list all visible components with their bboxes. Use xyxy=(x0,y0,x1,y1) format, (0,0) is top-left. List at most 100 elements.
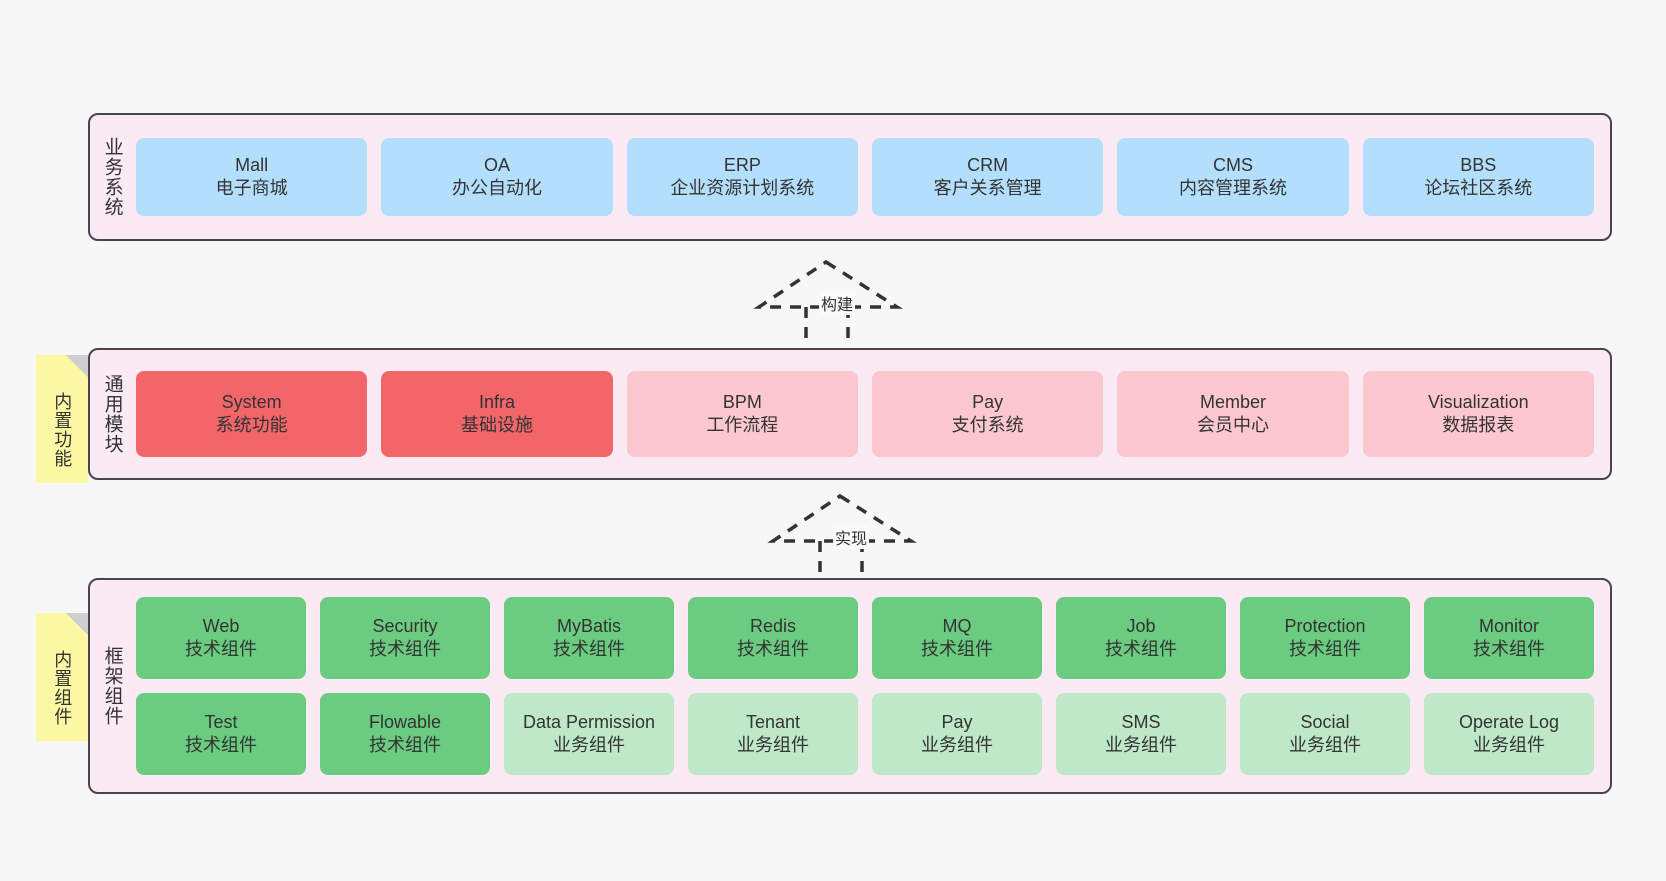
framework-card-security[interactable]: Security 技术组件 xyxy=(320,597,490,679)
card-title: Protection xyxy=(1284,616,1366,637)
framework-card-mybatis[interactable]: MyBatis 技术组件 xyxy=(504,597,674,679)
card-subtitle: 内容管理系统 xyxy=(1178,178,1287,198)
card-title: Data Permission xyxy=(522,712,656,733)
framework-card-web[interactable]: Web 技术组件 xyxy=(136,597,306,679)
layer-common-body: System 系统功能 Infra 基础设施 BPM 工作流程 Pay 支付系统… xyxy=(134,350,1610,478)
layer-framework-label: 框架组件 xyxy=(101,646,123,726)
framework-card-protection[interactable]: Protection 技术组件 xyxy=(1240,597,1410,679)
framework-card-tenant[interactable]: Tenant 业务组件 xyxy=(688,693,858,775)
card-title: CMS xyxy=(1212,155,1253,176)
note-text: 内置功能 xyxy=(52,392,73,468)
card-subtitle: 技术组件 xyxy=(921,639,993,659)
card-subtitle: 业务组件 xyxy=(1289,735,1361,755)
card-subtitle: 电子商城 xyxy=(215,178,288,198)
framework-card-social[interactable]: Social 业务组件 xyxy=(1240,693,1410,775)
card-title: System xyxy=(221,392,282,413)
card-subtitle: 技术组件 xyxy=(737,639,809,659)
card-title: Tenant xyxy=(745,712,801,733)
card-title: Infra xyxy=(478,392,515,413)
framework-card-pay[interactable]: Pay 业务组件 xyxy=(872,693,1042,775)
card-title: OA xyxy=(483,155,510,176)
framework-card-monitor[interactable]: Monitor 技术组件 xyxy=(1424,597,1594,679)
framework-card-job[interactable]: Job 技术组件 xyxy=(1056,597,1226,679)
card-subtitle: 技术组件 xyxy=(1289,639,1361,659)
card-subtitle: 业务组件 xyxy=(737,735,809,755)
card-subtitle: 技术组件 xyxy=(1473,639,1545,659)
card-subtitle: 会员中心 xyxy=(1196,415,1269,435)
card-subtitle: 技术组件 xyxy=(185,735,257,755)
card-title: SMS xyxy=(1121,712,1161,733)
card-title: Visualization xyxy=(1427,392,1529,413)
layer-common-label: 通用模块 xyxy=(101,374,123,454)
card-subtitle: 技术组件 xyxy=(185,639,257,659)
card-title: Social xyxy=(1300,712,1350,733)
business-card-mall[interactable]: Mall 电子商城 xyxy=(136,138,368,216)
note-builtin-features: 内置功能 xyxy=(36,355,88,483)
card-subtitle: 业务组件 xyxy=(1105,735,1177,755)
common-card-bpm[interactable]: BPM 工作流程 xyxy=(626,371,858,457)
card-title: Monitor xyxy=(1478,616,1540,637)
business-card-cms[interactable]: CMS 内容管理系统 xyxy=(1117,138,1349,216)
layer-business-label: 业务系统 xyxy=(101,137,123,217)
common-card-system[interactable]: System 系统功能 xyxy=(136,371,368,457)
card-title: CRM xyxy=(967,155,1009,176)
card-title: Pay xyxy=(972,392,1004,413)
framework-card-mq[interactable]: MQ 技术组件 xyxy=(872,597,1042,679)
connector-build-label: 构建 xyxy=(819,291,856,315)
card-title: Web xyxy=(202,616,240,637)
framework-card-redis[interactable]: Redis 技术组件 xyxy=(688,597,858,679)
card-title: Security xyxy=(372,616,438,637)
card-title: Operate Log xyxy=(1458,712,1560,733)
card-title: Job xyxy=(1126,616,1156,637)
card-subtitle: 技术组件 xyxy=(1105,639,1177,659)
card-subtitle: 系统功能 xyxy=(215,415,288,435)
framework-row-technical: Web 技术组件 Security 技术组件 MyBatis 技术组件 Redi… xyxy=(136,597,1594,679)
connector-implement-label: 实现 xyxy=(833,525,870,549)
card-subtitle: 技术组件 xyxy=(553,639,625,659)
card-subtitle: 企业资源计划系统 xyxy=(670,178,815,198)
common-card-infra[interactable]: Infra 基础设施 xyxy=(381,371,613,457)
card-title: Flowable xyxy=(368,712,442,733)
common-card-pay[interactable]: Pay 支付系统 xyxy=(871,371,1104,457)
business-card-crm[interactable]: CRM 客户关系管理 xyxy=(871,138,1104,216)
card-title: BBS xyxy=(1460,155,1497,176)
business-card-oa[interactable]: OA 办公自动化 xyxy=(381,138,613,216)
card-title: Mall xyxy=(235,155,269,176)
card-subtitle: 技术组件 xyxy=(369,735,441,755)
card-subtitle: 工作流程 xyxy=(706,415,779,435)
layer-framework-components: 框架组件 Web 技术组件 Security 技术组件 MyBatis 技术组件… xyxy=(88,578,1612,794)
card-title: Pay xyxy=(941,712,973,733)
card-title: Redis xyxy=(749,616,797,637)
card-title: MyBatis xyxy=(556,616,621,637)
card-title: ERP xyxy=(723,155,761,176)
card-subtitle: 支付系统 xyxy=(951,415,1024,435)
business-card-bbs[interactable]: BBS 论坛社区系统 xyxy=(1362,138,1594,216)
card-subtitle: 业务组件 xyxy=(553,735,625,755)
layer-business-body: Mall 电子商城 OA 办公自动化 ERP 企业资源计划系统 CRM 客户关系… xyxy=(134,115,1610,239)
card-title: MQ xyxy=(942,616,972,637)
connector-implement: 实现 xyxy=(767,492,918,578)
common-row: System 系统功能 Infra 基础设施 BPM 工作流程 Pay 支付系统… xyxy=(136,371,1594,457)
card-subtitle: 办公自动化 xyxy=(451,178,542,198)
framework-card-sms[interactable]: SMS 业务组件 xyxy=(1056,693,1226,775)
common-card-member[interactable]: Member 会员中心 xyxy=(1117,371,1349,457)
card-subtitle: 基础设施 xyxy=(460,415,533,435)
card-title: Member xyxy=(1199,392,1266,413)
common-card-visualization[interactable]: Visualization 数据报表 xyxy=(1362,371,1594,457)
framework-card-operate-log[interactable]: Operate Log 业务组件 xyxy=(1424,693,1594,775)
connector-build: 构建 xyxy=(753,258,904,344)
business-row: Mall 电子商城 OA 办公自动化 ERP 企业资源计划系统 CRM 客户关系… xyxy=(136,138,1594,216)
framework-card-data-permission[interactable]: Data Permission 业务组件 xyxy=(504,693,674,775)
card-subtitle: 业务组件 xyxy=(1473,735,1545,755)
business-card-erp[interactable]: ERP 企业资源计划系统 xyxy=(626,138,858,216)
note-text: 内置组件 xyxy=(52,650,73,726)
card-subtitle: 论坛社区系统 xyxy=(1424,178,1533,198)
framework-card-flowable[interactable]: Flowable 技术组件 xyxy=(320,693,490,775)
card-subtitle: 数据报表 xyxy=(1442,415,1515,435)
card-subtitle: 技术组件 xyxy=(369,639,441,659)
framework-row-business: Test 技术组件 Flowable 技术组件 Data Permission … xyxy=(136,693,1594,775)
framework-card-test[interactable]: Test 技术组件 xyxy=(136,693,306,775)
layer-business-systems: 业务系统 Mall 电子商城 OA 办公自动化 ERP 企业资源计划系统 CRM… xyxy=(88,113,1612,241)
layer-common-modules: 通用模块 System 系统功能 Infra 基础设施 BPM 工作流程 Pay… xyxy=(88,348,1612,480)
